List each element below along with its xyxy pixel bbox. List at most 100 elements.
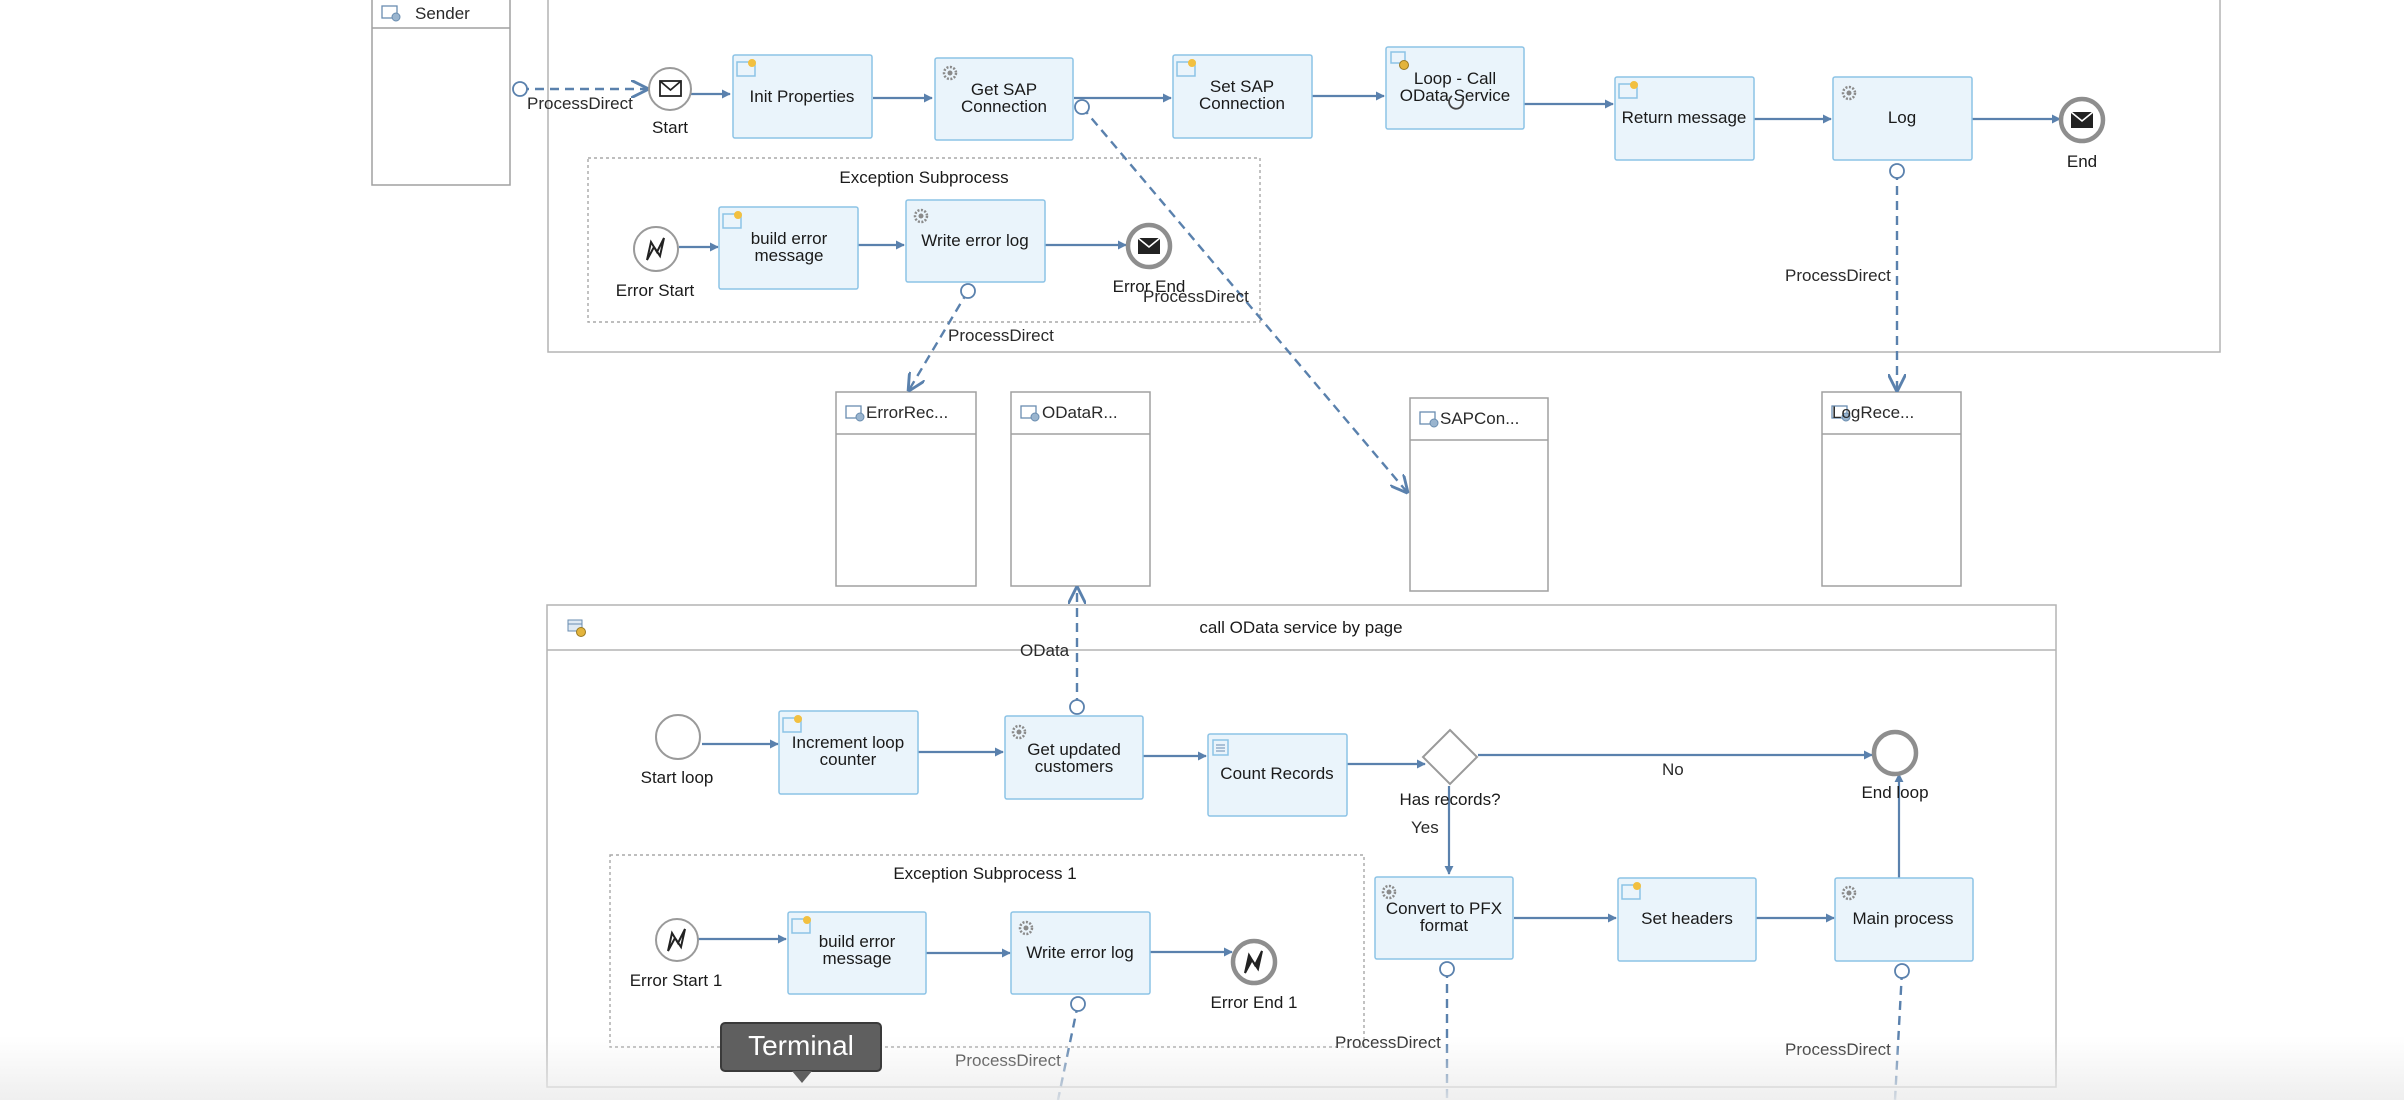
gear-icon	[942, 65, 958, 81]
start-loop-event[interactable]: Start loop	[641, 714, 714, 787]
set-headers-task[interactable]: Set headers	[1617, 877, 1757, 962]
sender-label: Sender	[415, 4, 470, 23]
error-end-label: Error End	[1113, 277, 1186, 296]
start-loop-label: Start loop	[641, 768, 714, 787]
terminal-tooltip: Terminal	[720, 1022, 882, 1072]
tooltip-arrow	[792, 1071, 812, 1083]
loop-process-icon	[567, 619, 586, 637]
set-headers-label: Set headers	[1641, 909, 1733, 928]
lightning-filled-icon	[1244, 950, 1263, 974]
process-direct-label: ProcessDirect	[1785, 1040, 1891, 1059]
error-start-label: Error Start	[616, 281, 695, 300]
gear-icon	[1381, 884, 1397, 900]
start-event[interactable]: Start	[648, 67, 692, 137]
content-modifier-icon	[1621, 882, 1641, 900]
log-receiver-participant[interactable]: LogRece...	[1821, 391, 1962, 587]
envelope-icon	[659, 80, 682, 97]
message-flow-sap-connection[interactable]	[1081, 106, 1407, 492]
return-message-label: Return message	[1622, 108, 1747, 127]
end-event[interactable]: End	[2058, 96, 2106, 171]
content-modifier-icon	[1618, 81, 1638, 99]
log-label: Log	[1888, 108, 1916, 127]
looping-process-call-icon	[1390, 51, 1409, 70]
lightning-icon	[646, 237, 665, 261]
loop-marker-icon	[1448, 95, 1464, 110]
participant-icon	[1020, 405, 1040, 422]
participant-icon	[381, 5, 401, 22]
error-end-1-label: Error End 1	[1211, 993, 1298, 1012]
gear-icon	[1841, 85, 1857, 101]
process-direct-label: ProcessDirect	[955, 1051, 1061, 1070]
error-end-1-event[interactable]: Error End 1	[1211, 938, 1298, 1012]
error-receiver-participant[interactable]: ErrorRec...	[835, 391, 977, 587]
init-properties-label: Init Properties	[750, 87, 855, 106]
process-direct-label: ProcessDirect	[527, 94, 633, 113]
return-message-task[interactable]: Return message	[1614, 76, 1755, 161]
participant-icon	[845, 405, 865, 422]
process-direct-label: ProcessDirect	[1143, 287, 1249, 306]
sender-participant[interactable]: Sender	[371, 0, 511, 186]
error-start-1-event[interactable]: Error Start 1	[630, 918, 723, 990]
end-label: End	[2067, 152, 2097, 171]
error-end-event[interactable]: Error End	[1113, 222, 1186, 296]
message-flow-error-receiver[interactable]	[909, 290, 970, 390]
sap-connection-label: SAPCon...	[1440, 409, 1519, 428]
process-direct-label: ProcessDirect	[1785, 266, 1891, 285]
gear-icon	[1011, 724, 1027, 740]
has-records-label: Has records?	[1399, 790, 1500, 809]
odata-receiver-participant[interactable]: ODataR...	[1010, 391, 1151, 587]
write-error-log-1-task[interactable]: Write error log	[1010, 911, 1151, 995]
exception-subprocess-1-title: Exception Subprocess 1	[893, 864, 1076, 883]
participant-icon	[1831, 405, 1851, 422]
odata-label: OData	[1020, 641, 1070, 660]
has-records-gateway[interactable]: Has records?	[1399, 728, 1501, 809]
message-flows	[512, 82, 1910, 1100]
error-start-1-label: Error Start 1	[630, 971, 723, 990]
loop-process-title: call OData service by page	[1199, 618, 1402, 637]
content-modifier-icon	[722, 211, 742, 229]
sequence-flows	[679, 89, 2061, 958]
participant-icon	[1419, 411, 1439, 428]
script-icon	[1212, 739, 1229, 756]
process-direct-label: ProcessDirect	[948, 326, 1054, 345]
exception-subprocess[interactable]	[587, 157, 1261, 323]
exception-subprocess-title: Exception Subprocess	[839, 168, 1008, 187]
lightning-icon	[667, 928, 686, 952]
yes-label: Yes	[1411, 818, 1439, 837]
odata-receiver-label: ODataR...	[1042, 403, 1118, 422]
process-direct-label: ProcessDirect	[1335, 1033, 1441, 1052]
count-records-label: Count Records	[1220, 764, 1333, 783]
log-receiver-label: LogRece...	[1832, 403, 1914, 422]
sap-connection-participant[interactable]: SAPCon...	[1409, 397, 1549, 592]
gear-icon	[1841, 885, 1857, 901]
count-records-task[interactable]: Count Records	[1207, 733, 1348, 817]
main-integration-process-pool[interactable]	[547, 0, 2221, 353]
init-properties-task[interactable]: Init Properties	[732, 54, 873, 139]
main-process-task[interactable]: Main process	[1834, 877, 1974, 962]
content-modifier-icon	[736, 59, 756, 77]
error-start-event[interactable]: Error Start	[616, 226, 695, 300]
end-loop-label: End loop	[1861, 783, 1928, 802]
loop-process-pool[interactable]: call OData service by page	[546, 604, 2057, 1088]
end-loop-event[interactable]: End loop	[1861, 729, 1929, 802]
content-modifier-icon	[782, 715, 802, 733]
log-task[interactable]: Log	[1832, 76, 1973, 161]
write-error-log-task[interactable]: Write error log	[905, 199, 1046, 283]
write-error-log-1-label: Write error log	[1026, 943, 1133, 962]
write-error-log-label: Write error log	[921, 231, 1028, 250]
